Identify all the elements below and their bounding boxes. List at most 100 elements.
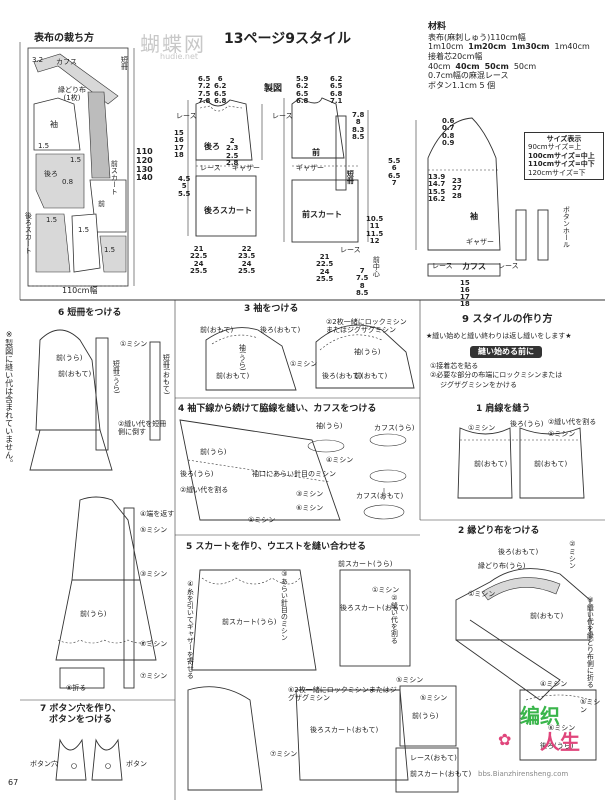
sleeve-width-nums: 13.9 14.7 15.5 16.2 bbox=[428, 173, 446, 204]
layout-label-sleeve: 袖 bbox=[50, 120, 58, 129]
size-legend-box: サイズ表示 90cmサイズ=上 100cmサイズ=中上 110cmサイズ=中下 … bbox=[524, 132, 604, 180]
step6-label: ⑥ミシン bbox=[140, 640, 168, 648]
materials-fabric: 表布(麻刺しゅう)110cm幅 bbox=[428, 32, 526, 42]
step-6-title: 6 短冊をつける bbox=[58, 308, 122, 318]
layout-label-back-skirt: 後ろスカート bbox=[24, 212, 33, 254]
step4-label: ①ミシン bbox=[248, 516, 276, 524]
sleeve-label: 袖 bbox=[470, 212, 478, 221]
step2-label: ②ミシン bbox=[568, 540, 577, 569]
step1-label: 前(おもて) bbox=[474, 460, 508, 468]
step5-label: 前(うら) bbox=[412, 712, 439, 720]
yarn-ball-icon: ✿ bbox=[498, 730, 512, 749]
layout-num: 3.2 bbox=[32, 56, 44, 64]
layout-num: 1.5 bbox=[46, 216, 58, 224]
size-row: 100cmサイズ=中上 bbox=[528, 151, 595, 160]
cuff-label: カフス bbox=[462, 262, 486, 271]
step4-label: ②縫い代を割る bbox=[180, 486, 229, 494]
step5-label: ⑤ミシン bbox=[420, 694, 448, 702]
draft-title: 製図 bbox=[264, 84, 283, 94]
footer-logo-line2: 人生 bbox=[540, 730, 580, 754]
step2-label: ⑥ミシン bbox=[548, 724, 576, 732]
step6-label: 前(うら) bbox=[80, 610, 107, 618]
step3-label: 前(おもて) bbox=[216, 372, 250, 380]
page-title: 13ページ9スタイル bbox=[224, 31, 351, 47]
step3-label: ①ミシン bbox=[290, 360, 318, 368]
step2-label: 後ろ(うら) bbox=[540, 742, 574, 750]
materials-ribbon: 0.7cm幅の麻混レース bbox=[428, 71, 509, 81]
layout-label-front-skirt: 前スカート bbox=[110, 160, 119, 195]
step2-label: 後ろ(おもて) bbox=[498, 548, 539, 556]
footer-logo-url: bbs.Bianzhirensheng.com bbox=[478, 770, 569, 778]
step6-label: ⑤ミシン bbox=[140, 526, 168, 534]
step-1-title: 1 肩線を縫う bbox=[476, 404, 531, 414]
style-instructions-title: 9 スタイルの作り方 bbox=[462, 314, 553, 325]
front-neck-nums: 5.9 6.2 6.5 6.8 bbox=[296, 75, 309, 106]
step3-label: 前(おもて) bbox=[200, 326, 234, 334]
step3-label: 袖(うら) bbox=[354, 348, 381, 356]
step6-label: 短冊(おもて) bbox=[162, 354, 171, 395]
step2-label: ④ミシン bbox=[540, 680, 568, 688]
step5-label: ⑦ミシン bbox=[270, 750, 298, 758]
step2-label: 前(おもて) bbox=[530, 612, 564, 620]
step3-label: 後ろ(おもて) bbox=[260, 326, 301, 334]
back-hem-nums: 21 22.5 24 25.5 bbox=[190, 245, 208, 276]
step3-label: 袖(うら) bbox=[238, 344, 247, 371]
before-sewing-title: 縫い始める前に bbox=[470, 346, 542, 358]
front-gather-label: ギャザー bbox=[296, 164, 324, 172]
step6-label: ⑧折る bbox=[66, 684, 87, 692]
front-bodice-label: 前 bbox=[312, 148, 320, 157]
step5-label: レース(おもて) bbox=[410, 754, 457, 762]
layout-label-front: 前 bbox=[98, 200, 105, 208]
layout-num: 1.5 bbox=[104, 246, 116, 254]
before-sewing-list: ①接着芯を貼る ②必要な部分の布端にロックミシンまたは ジグザグミシンをかける bbox=[430, 362, 563, 389]
layout-num: 1.5 bbox=[38, 142, 50, 150]
back-armhole-nums: 2 2.3 2.5 2.8 bbox=[226, 137, 239, 168]
step5-label: ③あらい針目のミシン bbox=[280, 570, 289, 641]
size-row: 110cmサイズ=中下 bbox=[528, 160, 595, 169]
front-lace2-label: レース bbox=[340, 246, 361, 254]
back-gather-label: ギャザー bbox=[232, 164, 260, 172]
layout-num: 0.8 bbox=[62, 178, 74, 186]
step6-label: 短冊(うら) bbox=[112, 360, 121, 394]
front-armhole-nums: 7.8 8 8.3 8.5 bbox=[352, 111, 365, 142]
step4-label: 後ろ(うら) bbox=[180, 470, 214, 478]
step5-label: 前スカート(おもて) bbox=[410, 770, 472, 778]
materials-button: ボタン1.1cm 5 個 bbox=[428, 80, 496, 90]
step6-label: ①ミシン bbox=[120, 340, 148, 348]
step5-label: ①ミシン bbox=[372, 586, 400, 594]
sleeve-cap-nums: 0.6 0.7 0.8 0.9 bbox=[442, 117, 455, 148]
step6-label: 前(うら) bbox=[56, 354, 83, 362]
layout-label-binding: 縁どり布 (1枚) bbox=[58, 86, 86, 103]
front-hem-nums: 21 22.5 24 25.5 bbox=[316, 253, 334, 284]
step7-buttonhole-label: ボタン穴 bbox=[30, 760, 58, 768]
layout-fabric-width: 110cm幅 bbox=[62, 286, 98, 295]
step4-label: ⑥ミシン bbox=[296, 504, 324, 512]
front-tab-length-nums: 10.5 11 11.5 12 bbox=[366, 215, 384, 246]
step6-label: 前(おもて) bbox=[58, 370, 92, 378]
step5-label: 後ろスカート(おもて) bbox=[310, 726, 379, 734]
step4-label: 前(うら) bbox=[200, 448, 227, 456]
size-row: 120cmサイズ=下 bbox=[528, 168, 586, 177]
layout-label-back: 後ろ bbox=[44, 170, 58, 178]
step3-label: 前(おもて) bbox=[354, 372, 388, 380]
layout-label-cuff: カフス bbox=[56, 58, 77, 66]
cutting-layout-title: 表布の裁ち方 bbox=[34, 33, 94, 44]
step-3-title: 3 袖をつける bbox=[244, 304, 299, 314]
step6-label: ②縫い代を短冊側に倒す bbox=[118, 420, 167, 437]
step2-label: ⑤ミシン bbox=[580, 698, 601, 715]
cuff-nums: 15 16 17 18 bbox=[460, 279, 470, 308]
page-number: 67 bbox=[8, 778, 19, 787]
step2-label: ③縫い代を縁どり布側に折る bbox=[586, 596, 595, 688]
step-7-title: 7 ボタン穴を作り、 ボタンをつける bbox=[40, 704, 122, 725]
step3-note: ②2枚一緒にロックミシンまたはジグザグミシン bbox=[326, 318, 407, 335]
back-lace-label: レース bbox=[176, 112, 197, 120]
materials-title: 材料 bbox=[428, 22, 447, 32]
back-skirt-label: 後ろスカート bbox=[204, 206, 252, 215]
step2-label: 縁どり布(うら) bbox=[478, 562, 526, 570]
back-shoulder-nums: 6 6.2 6.5 6.8 bbox=[214, 75, 227, 106]
sleeve-lace2-label: レース bbox=[498, 262, 519, 270]
step5-label: 前スカート(うら) bbox=[338, 560, 393, 568]
size-legend-title: サイズ表示 bbox=[546, 135, 582, 143]
step4-label: カフス(おもて) bbox=[356, 492, 404, 500]
step4-label: ③ミシン bbox=[296, 490, 324, 498]
